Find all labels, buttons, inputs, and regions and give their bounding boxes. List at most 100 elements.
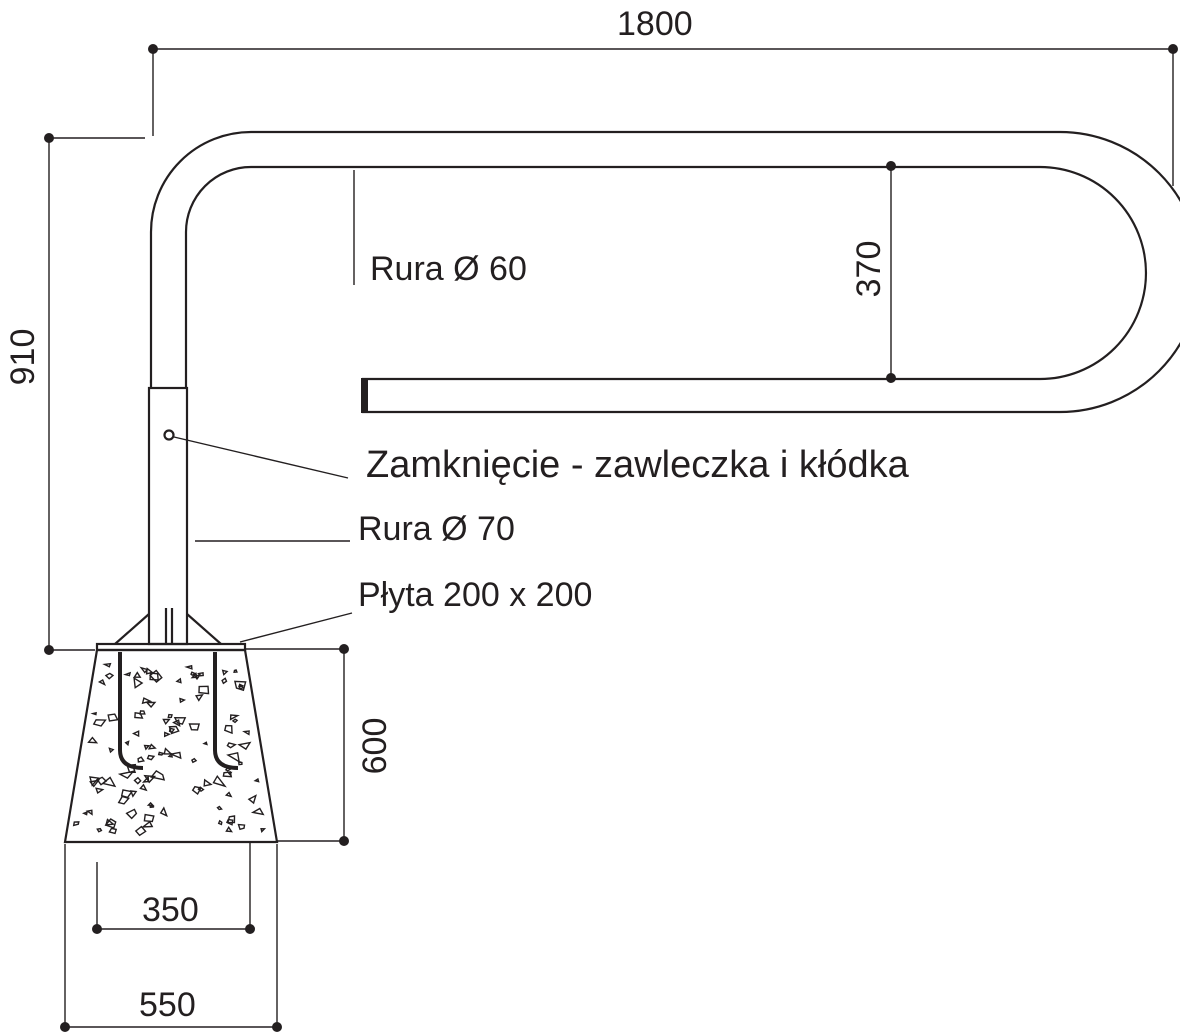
aggregate-fragment <box>217 819 223 826</box>
aggregate-fragment <box>85 809 93 816</box>
aggregate-fragment <box>117 770 136 779</box>
aggregate-fragment <box>108 827 118 835</box>
aggregate-fragment <box>143 813 155 823</box>
aggregate-fragment <box>226 751 241 763</box>
aggregate-fragment <box>221 677 228 685</box>
left-gusset <box>114 613 150 645</box>
lock-label: Zamknięcie - zawleczka i kłódka <box>366 444 909 486</box>
aggregate-fragment <box>102 662 112 668</box>
base-plate-label: Płyta 200 x 200 <box>358 576 593 614</box>
aggregate-fragment <box>140 820 154 828</box>
dim-910-label: 910 <box>4 328 42 386</box>
aggregate-fragment <box>101 776 117 788</box>
aggregate-fragment <box>105 818 116 826</box>
dim-line-600 <box>245 648 345 842</box>
aggregate-fragment <box>193 674 202 681</box>
lower-pipe-label: Rura Ø 70 <box>358 510 515 548</box>
dim-600-label: 600 <box>356 717 394 775</box>
aggregate-fragment <box>146 754 156 761</box>
aggregate-fragment <box>197 671 204 677</box>
dim-dot <box>339 644 349 654</box>
aggregate-fragment <box>184 664 193 670</box>
aggregate-fragment <box>224 767 233 772</box>
pipe-end-cap <box>361 378 368 413</box>
aggregate-fragment <box>224 791 233 798</box>
dim-dot <box>339 836 349 846</box>
dim-line-350 <box>96 842 251 930</box>
aggregate-fragment <box>97 678 106 686</box>
aggregate-fragment <box>250 807 265 816</box>
aggregate-fragment <box>145 667 154 675</box>
aggregate-fragment <box>175 677 182 684</box>
aggregate-fragment <box>242 730 250 736</box>
aggregate-fragment <box>126 765 137 774</box>
aggregate-fragment <box>253 777 260 783</box>
aggregate-fragment <box>190 671 197 677</box>
aggregate-fragment <box>191 785 202 796</box>
aggregate-fragment <box>247 794 257 805</box>
aggregate-fragment <box>221 669 229 676</box>
aggregate-fragment <box>234 680 247 692</box>
lower-pipe <box>147 386 189 646</box>
aggregate-fragment <box>222 771 233 778</box>
aggregate-fragment <box>223 724 233 735</box>
lock-hole <box>163 429 175 441</box>
dim-dot <box>886 161 896 171</box>
aggregate-fragment <box>172 719 181 727</box>
leader-base-plate <box>239 612 353 643</box>
aggregate-fragment <box>159 806 168 818</box>
aggregate-fragment <box>157 751 165 756</box>
aggregate-fragment <box>238 685 245 690</box>
dim-line-550 <box>64 844 278 1028</box>
aggregate-fragment <box>145 701 157 709</box>
aggregate-fragment <box>188 723 201 731</box>
aggregate-fragment <box>225 826 234 833</box>
concrete-foundation <box>63 648 279 844</box>
aggregate-fragment <box>194 693 204 702</box>
aggregate-fragment <box>108 747 115 754</box>
aggregate-fragment <box>162 718 171 726</box>
aggregate-fragment <box>229 714 240 721</box>
aggregate-fragment <box>163 731 171 738</box>
aggregate-fragment <box>143 744 151 751</box>
aggregate-fragment <box>216 805 223 811</box>
upper-pipe-label: Rura Ø 60 <box>370 250 527 288</box>
aggregate-fragment <box>167 713 173 719</box>
dim-1800-label: 1800 <box>617 5 693 43</box>
aggregate-fragment <box>233 669 238 673</box>
dim-dot <box>272 1022 282 1032</box>
aggregate-fragment <box>87 736 99 744</box>
aggregate-fragment <box>131 730 140 738</box>
aggregate-fragment <box>237 823 246 831</box>
aggregate-fragment <box>163 747 173 755</box>
aggregate-fragment <box>141 775 150 783</box>
dim-dot <box>886 373 896 383</box>
dim-dot <box>1168 44 1178 54</box>
dim-370-label: 370 <box>850 240 888 298</box>
aggregate-fragment <box>120 789 134 799</box>
aggregate-fragment <box>168 751 182 760</box>
aggregate-fragment <box>104 672 115 680</box>
aggregate-fragment <box>237 741 252 751</box>
dim-dot <box>44 645 54 655</box>
aggregate-fragment <box>179 697 187 704</box>
aggregate-fragment <box>133 776 142 785</box>
dim-350-label: 350 <box>142 891 199 929</box>
aggregate-fragment <box>191 757 198 764</box>
aggregate-fragment <box>150 769 166 781</box>
dim-dot <box>44 133 54 143</box>
concrete-aggregate <box>72 662 267 837</box>
aggregate-fragment <box>72 821 80 827</box>
aggregate-fragment <box>203 778 213 787</box>
upper-pipe-inner-contour <box>184 165 1148 388</box>
dim-line-1800 <box>152 48 1174 186</box>
aggregate-fragment <box>231 718 239 724</box>
aggregate-fragment <box>139 783 148 792</box>
dim-550-label: 550 <box>139 986 196 1024</box>
aggregate-fragment <box>134 825 147 837</box>
aggregate-fragment <box>139 666 149 674</box>
dim-line-910 <box>48 137 145 651</box>
aggregate-fragment <box>124 740 130 747</box>
aggregate-fragment <box>168 725 180 735</box>
